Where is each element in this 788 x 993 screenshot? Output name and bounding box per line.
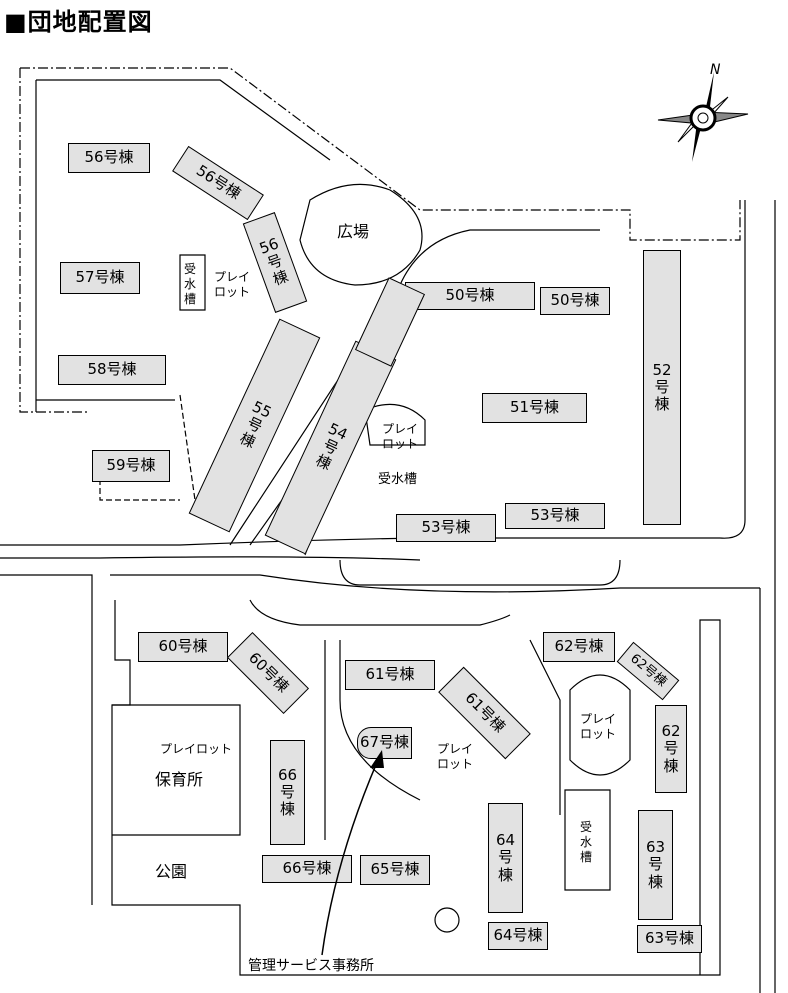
building-label: 50号棟	[550, 291, 600, 310]
roundabout	[434, 907, 460, 933]
building-label: 53号棟	[530, 506, 580, 525]
water-tank-area	[179, 254, 611, 891]
building-label: 50号棟	[445, 286, 495, 305]
office-label: 管理サービス事務所	[248, 958, 374, 974]
playlot-label: プレイロット	[160, 742, 233, 756]
nursery-label: 保育所	[155, 770, 204, 789]
water-tank-label: 受水槽	[378, 472, 418, 487]
building-label: 60号棟	[158, 637, 208, 656]
building-label: 56号棟	[84, 148, 134, 167]
building-label: 57号棟	[75, 268, 125, 287]
building-56-west[interactable]: 56号棟	[68, 143, 150, 173]
building-label: 66号棟	[282, 859, 332, 878]
building-51[interactable]: 51号棟	[482, 393, 587, 423]
park-label: 公園	[155, 862, 188, 881]
building-59[interactable]: 59号棟	[92, 450, 170, 482]
building-63-horizontal[interactable]: 63号棟	[637, 925, 702, 953]
building-label: 59号棟	[106, 456, 156, 475]
playlot-label: プレイロット	[381, 422, 418, 451]
building-53-west[interactable]: 53号棟	[396, 514, 496, 542]
building-blocks	[112, 704, 241, 836]
playlot-label: プレイロット	[213, 270, 250, 299]
building-label: 64号棟	[493, 926, 543, 945]
building-60-west[interactable]: 60号棟	[138, 632, 228, 662]
building-57[interactable]: 57号棟	[60, 262, 140, 294]
building-62-north[interactable]: 62号棟	[543, 632, 615, 662]
road-outline	[35, 79, 331, 412]
inner-road-south	[111, 599, 721, 976]
building-label: 65号棟	[370, 860, 420, 879]
building-58[interactable]: 58号棟	[58, 355, 166, 385]
page-title: ■団地配置図	[4, 8, 153, 36]
building-50-east[interactable]: 50号棟	[540, 287, 610, 315]
plaza-outline	[299, 183, 423, 286]
plaza-label: 広場	[337, 222, 370, 241]
compass-icon: N	[657, 62, 749, 162]
site-boundary	[19, 67, 741, 413]
north-label: N	[710, 62, 721, 78]
building-67[interactable]: 67号棟	[357, 727, 412, 759]
building-label: 53号棟	[421, 518, 471, 537]
building-label: 51号棟	[509, 398, 560, 417]
building-64-horizontal[interactable]: 64号棟	[488, 922, 548, 950]
building-50-main[interactable]: 50号棟	[405, 282, 535, 310]
building-label: 67号棟	[359, 733, 410, 752]
playlot-outline	[364, 403, 631, 776]
building-53-east[interactable]: 53号棟	[505, 503, 605, 529]
building-label: 62号棟	[554, 637, 604, 656]
water-tank-label: 受水槽	[579, 820, 592, 864]
building-66-horizontal[interactable]: 66号棟	[262, 855, 352, 883]
building-label: 63号棟	[644, 929, 695, 948]
building-label: 58号棟	[87, 360, 137, 379]
playlot-label: プレイロット	[579, 712, 616, 741]
water-tank-label: 受水槽	[183, 262, 196, 306]
building-61-west[interactable]: 61号棟	[345, 660, 435, 690]
playlot-label: プレイロット	[436, 742, 473, 771]
building-label: 61号棟	[365, 665, 415, 684]
building-65[interactable]: 65号棟	[360, 855, 430, 885]
